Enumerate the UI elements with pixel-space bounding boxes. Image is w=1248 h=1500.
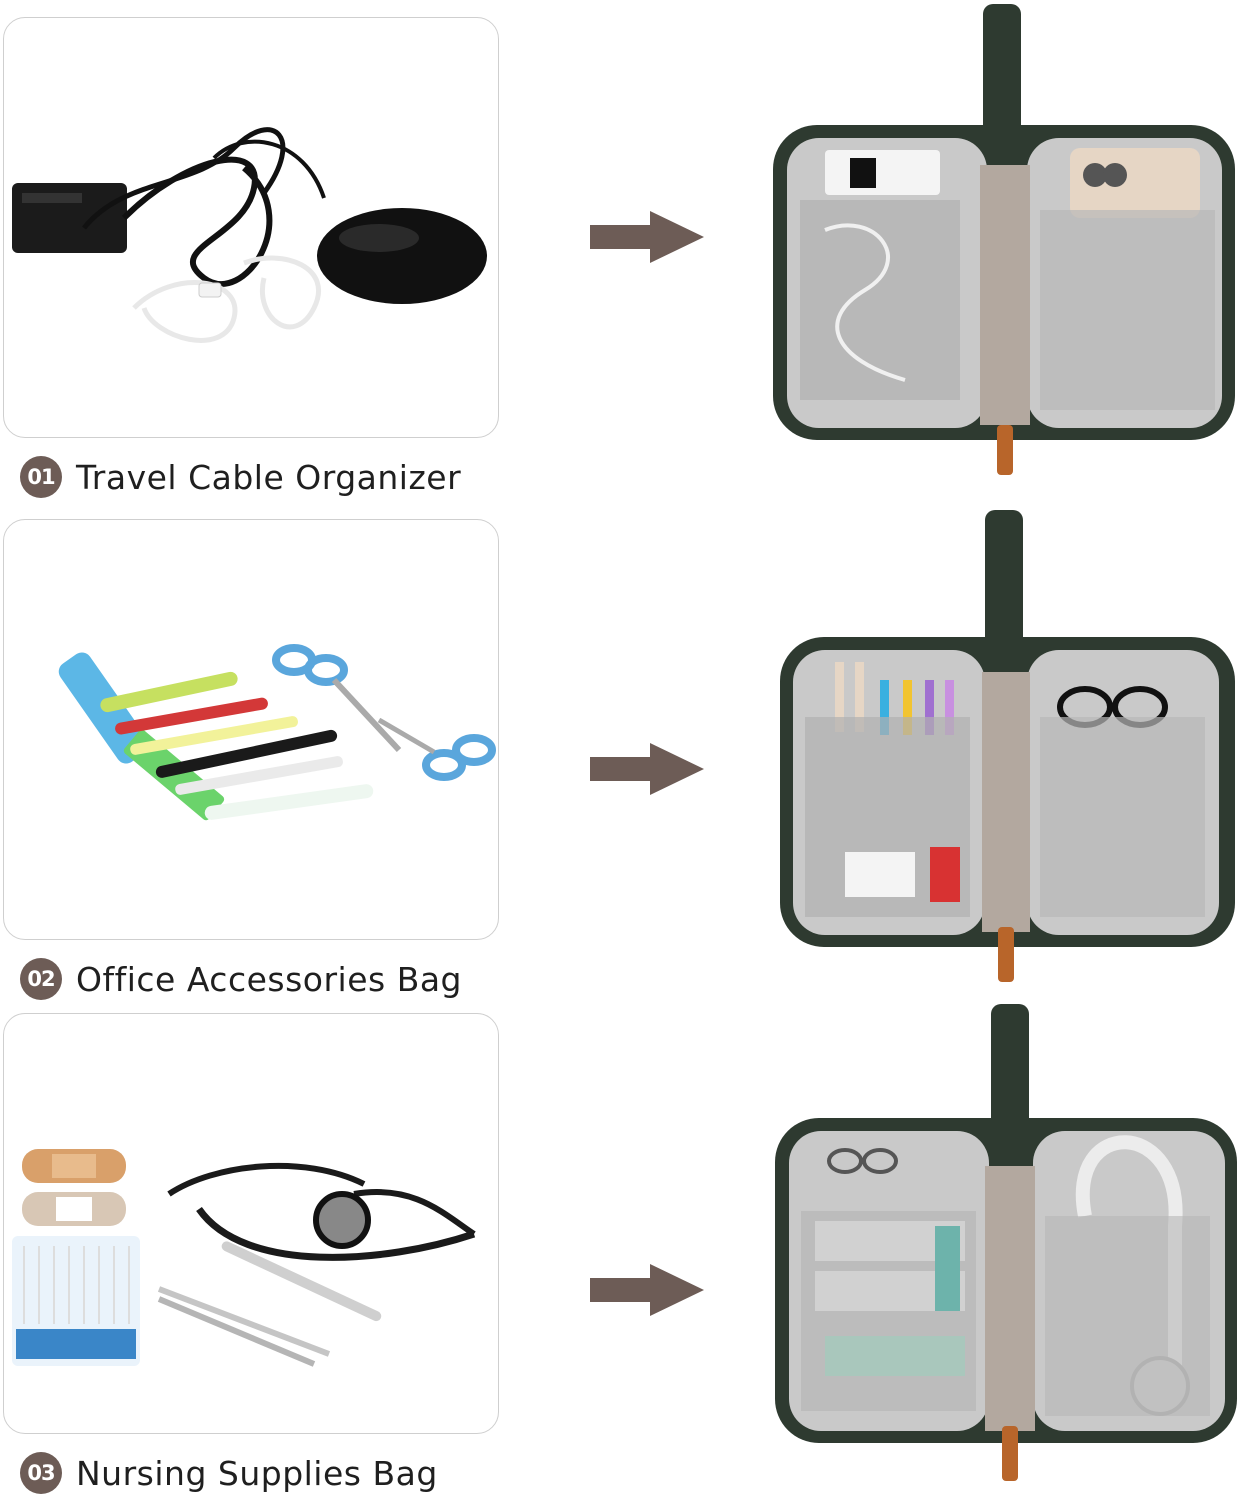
- product-photo-cables: [3, 17, 499, 438]
- caption: 02 Office Accessories Bag: [20, 957, 462, 1001]
- arrow-right-icon: [590, 211, 704, 263]
- step-number-badge: 02: [20, 958, 62, 1000]
- panel-title: Nursing Supplies Bag: [76, 1453, 438, 1493]
- step-number-badge: 03: [20, 1452, 62, 1494]
- step-number-badge: 01: [20, 456, 62, 498]
- organizer-bag-photo: [773, 4, 1235, 475]
- panel-office-accessories: 02 Office Accessories Bag: [0, 502, 1248, 1002]
- arrow-right-icon: [590, 1264, 704, 1316]
- organizer-bag-photo: [780, 510, 1235, 982]
- panel-title: Office Accessories Bag: [76, 959, 463, 999]
- panel-title: Travel Cable Organizer: [76, 457, 462, 497]
- product-photo-nursing: [3, 1013, 499, 1434]
- caption: 03 Nursing Supplies Bag: [20, 1451, 438, 1495]
- panel-travel-cable: 01 Travel Cable Organizer: [0, 0, 1248, 500]
- arrow-right-icon: [590, 743, 704, 795]
- product-photo-office: [3, 519, 499, 940]
- organizer-bag-photo: [775, 1004, 1237, 1481]
- panel-nursing-supplies: 03 Nursing Supplies Bag: [0, 996, 1248, 1496]
- caption: 01 Travel Cable Organizer: [20, 455, 461, 499]
